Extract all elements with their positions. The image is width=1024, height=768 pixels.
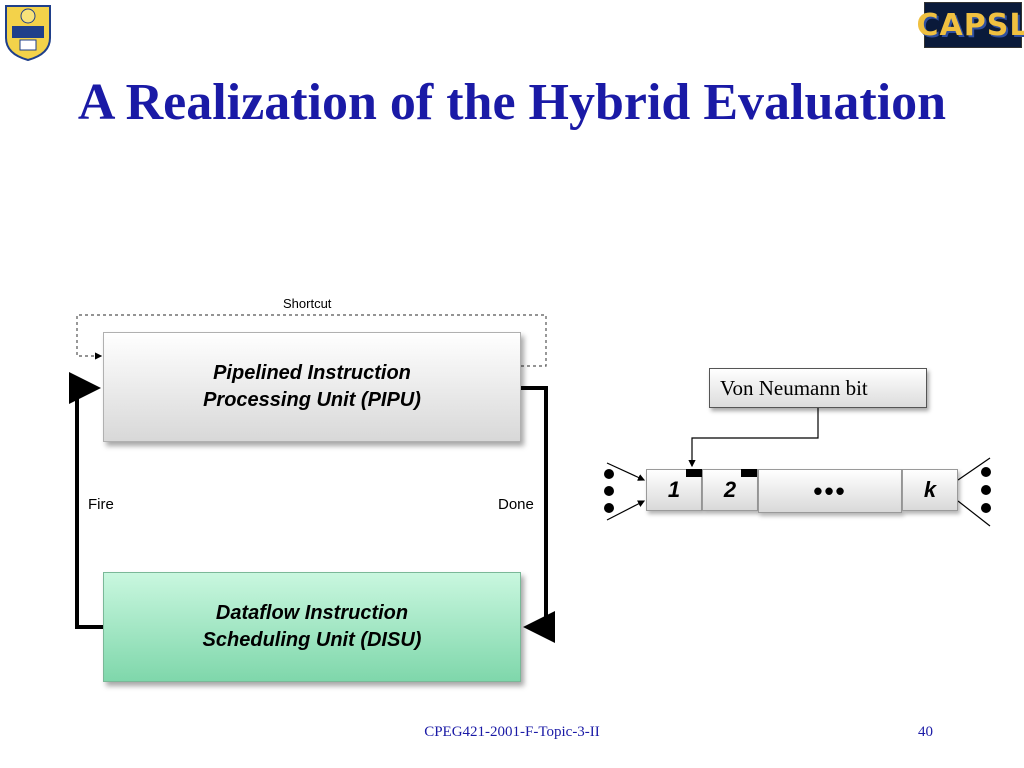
left-dot — [604, 503, 614, 513]
university-of-delaware-logo — [5, 5, 51, 62]
right-output-arrow-top — [957, 457, 991, 481]
fire-path — [69, 372, 103, 629]
frame-slot-ellipsis: ••• — [758, 469, 902, 513]
right-output-arrow-bottom — [957, 500, 991, 527]
left-dot — [604, 486, 614, 496]
right-dot — [981, 503, 991, 513]
shortcut-label: Shortcut — [283, 296, 332, 311]
footer-course: CPEG421-2001-F-Topic-3-II — [424, 724, 600, 740]
left-input-arrow-top — [606, 462, 646, 481]
von-neumann-bit-marker — [741, 469, 757, 477]
von-neumann-connector — [688, 408, 819, 468]
shortcut-path — [76, 314, 547, 367]
left-dot — [604, 469, 614, 479]
capsl-logo-text: CAPSL — [916, 7, 1024, 43]
right-dot — [981, 485, 991, 495]
disu-box: Dataflow Instruction Scheduling Unit (DI… — [103, 572, 521, 682]
done-path — [521, 386, 555, 643]
frame-slot-k: k — [902, 469, 958, 511]
pipu-label-line1: Pipelined Instruction — [213, 362, 411, 384]
disu-label-line1: Dataflow Instruction — [215, 602, 409, 624]
von-neumann-bit-box: Von Neumann bit — [709, 368, 927, 408]
pipu-label-line2: Processing Unit (PIPU) — [203, 389, 421, 411]
right-dot — [981, 467, 991, 477]
disu-label-line2: Scheduling Unit (DISU) — [202, 629, 422, 651]
slide-title: A Realization of the Hybrid Evaluation — [77, 74, 947, 131]
fire-label: Fire — [88, 496, 114, 513]
capsl-logo: CAPSL — [917, 2, 1024, 48]
page-number: 40 — [918, 724, 933, 740]
left-input-arrow-bottom — [606, 500, 646, 521]
von-neumann-bit-marker — [686, 469, 702, 477]
pipu-box: Pipelined Instruction Processing Unit (P… — [103, 332, 521, 442]
done-label: Done — [498, 496, 534, 513]
